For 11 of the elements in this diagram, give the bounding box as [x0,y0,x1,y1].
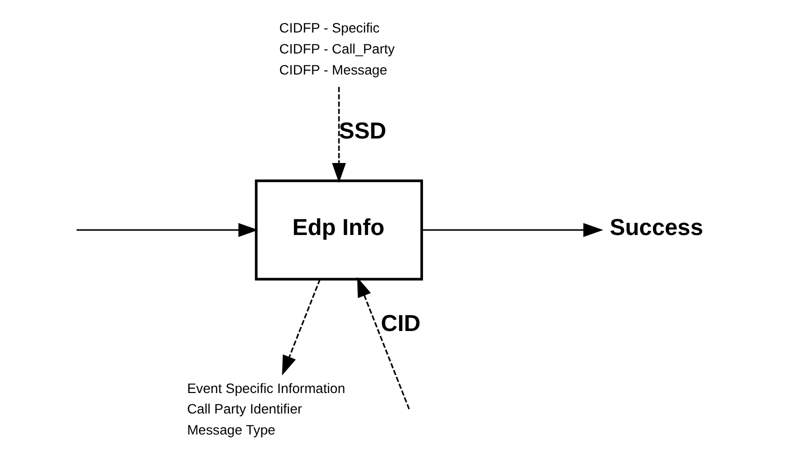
edge-label: SSD [338,116,386,143]
node-box: Edp Info [254,178,423,280]
node-text: Success [609,213,703,240]
arrow [282,278,320,376]
edge-label: CID [380,310,420,336]
arrow [331,86,346,182]
node-text: CIDFP - Specific CIDFP - Call_Party CIDFP - Message [278,20,394,77]
arrow [76,222,258,236]
arrow [421,222,603,236]
arrow [356,276,410,409]
node-text: Event Specific Information Call Party Identifier Message Type [186,380,345,438]
